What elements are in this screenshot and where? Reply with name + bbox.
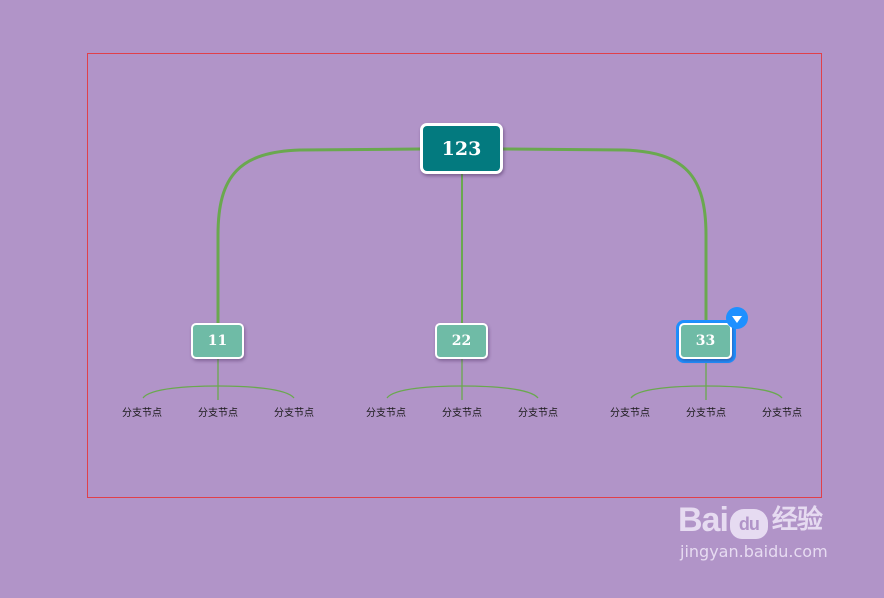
leaf-node[interactable]: 分支节点	[762, 408, 802, 419]
branch-node-33-selected[interactable]: 33	[679, 323, 732, 359]
leaf-node[interactable]: 分支节点	[366, 408, 406, 419]
watermark-brand-cn: 经验	[771, 505, 823, 535]
collapse-toggle-button[interactable]	[726, 307, 748, 329]
watermark-brand-text: Bai	[678, 501, 729, 539]
branch-node-label: 22	[451, 333, 472, 349]
leaf-node[interactable]: 分支节点	[610, 408, 650, 419]
baidu-jingyan-watermark: Bai du 经验 jingyan.baidu.com	[678, 500, 828, 561]
leaf-node[interactable]: 分支节点	[686, 408, 726, 419]
caret-down-icon	[732, 315, 742, 323]
leaf-node[interactable]: 分支节点	[198, 408, 238, 419]
selection-outline	[676, 320, 736, 363]
canvas-frame	[87, 53, 822, 498]
root-node[interactable]: 123	[420, 123, 503, 174]
branch-node-22[interactable]: 22	[435, 323, 488, 359]
watermark-url: jingyan.baidu.com	[680, 542, 828, 561]
paw-logo-icon: du	[729, 509, 768, 539]
leaf-node[interactable]: 分支节点	[122, 408, 162, 419]
branch-node-label: 33	[695, 333, 716, 349]
leaf-node[interactable]: 分支节点	[442, 408, 482, 419]
branch-node-label: 11	[207, 333, 228, 349]
branch-node-11[interactable]: 11	[191, 323, 244, 359]
leaf-node[interactable]: 分支节点	[274, 408, 314, 419]
leaf-node[interactable]: 分支节点	[518, 408, 558, 419]
root-node-label: 123	[441, 137, 482, 160]
watermark-logo: Bai du 经验	[678, 500, 828, 540]
